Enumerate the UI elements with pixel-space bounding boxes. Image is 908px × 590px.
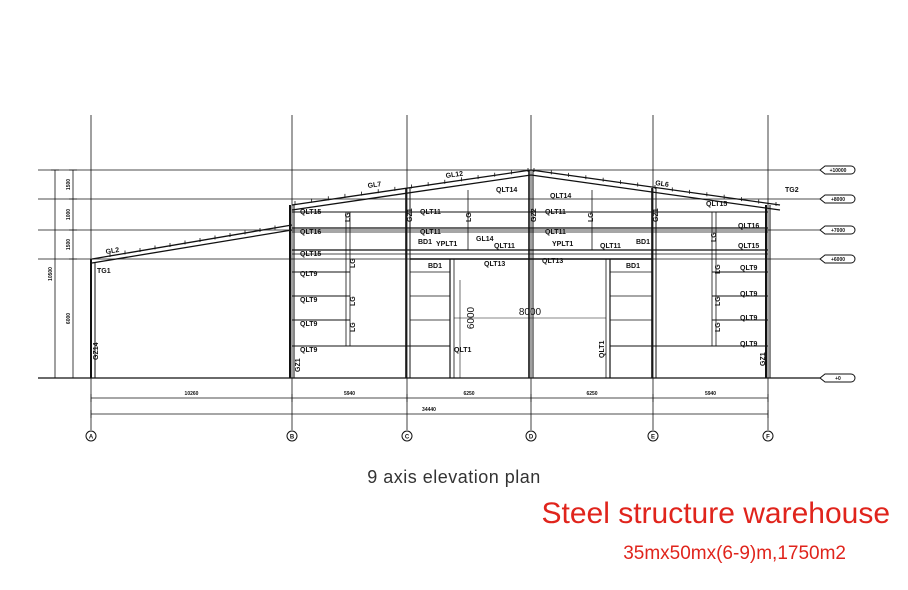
elevation-mark: +7000 [831, 228, 845, 234]
elevation-mark: +6000 [831, 257, 845, 263]
member-label: QLT11 [494, 243, 515, 250]
page-title: Steel structure warehouse [541, 497, 890, 530]
tie-label: TG1 [97, 268, 111, 275]
member-label: QLT13 [484, 261, 505, 268]
axis-bubble [525, 430, 537, 442]
elevation-mark: +8000 [831, 197, 845, 203]
left-dimension-value: 1500 [66, 239, 72, 250]
brace-label: BD1 [418, 239, 432, 246]
rafter-label: GL12 [445, 171, 463, 180]
stud-label: LG [711, 232, 718, 242]
elevation-mark: +10000 [830, 168, 847, 174]
stud-label: LG [345, 212, 352, 222]
axis-label: C [405, 435, 410, 441]
member-label: QLT11 [420, 229, 441, 236]
member-label: QLT9 [740, 291, 757, 298]
stud-label: LG [715, 322, 722, 332]
member-label: QLT15 [300, 251, 321, 258]
member-label: QLT15 [300, 209, 321, 216]
tie-label: TG2 [785, 187, 799, 194]
stud-label: LG [350, 258, 357, 268]
member-label: QLT9 [740, 341, 757, 348]
elevation-mark: +0 [835, 376, 841, 382]
left-dimension-value: 6000 [66, 313, 72, 324]
member-label: QLT16 [300, 229, 321, 236]
stud-label: LG [715, 296, 722, 306]
axis-label: E [651, 435, 655, 441]
stud-label: LG [350, 296, 357, 306]
member-label: QLT1 [454, 347, 471, 354]
overall-width: 34440 [422, 407, 436, 413]
elevation-tag [819, 225, 856, 235]
column-label: GZ2 [531, 208, 538, 222]
axis-bubble [85, 430, 97, 442]
column-label: GZ1 [760, 352, 767, 366]
rafter-label: GL6 [655, 180, 670, 189]
stud-label: LG [715, 264, 722, 274]
member-label: QLT11 [420, 209, 441, 216]
member-label: QLT16 [738, 223, 759, 230]
member-label: QLT11 [545, 229, 566, 236]
axis-bubble [762, 430, 774, 442]
member-label: QLT9 [300, 347, 317, 354]
brace-label: BD1 [428, 263, 442, 270]
brace-label: BD1 [636, 239, 650, 246]
left-dimension-value: 1500 [66, 179, 72, 190]
member-label: QLT13 [542, 258, 563, 265]
opening-height: 6000 [466, 306, 477, 329]
member-label: QLT14 [496, 187, 517, 194]
column-label: GZ1 [653, 208, 660, 222]
member-label: GL14 [476, 236, 494, 243]
member-label: QLT9 [740, 315, 757, 322]
axis-label: A [89, 435, 94, 441]
bay-dimension: 5940 [344, 391, 355, 397]
member-label: QLT11 [545, 209, 566, 216]
member-label: QLT11 [600, 243, 621, 250]
rafter-label: GL2 [105, 247, 120, 256]
left-dimension-value: 1000 [66, 209, 72, 220]
bay-dimension: 5940 [705, 391, 716, 397]
member-label: QLT9 [300, 297, 317, 304]
member-label: YPLT1 [436, 241, 457, 248]
member-label: QLT9 [740, 265, 757, 272]
column-label: GZ1 [295, 358, 302, 372]
warehouse-spec: 35mx50mx(6-9)m,1750m2 [623, 543, 846, 564]
axis-bubble [647, 430, 659, 442]
elevation-tag [819, 165, 856, 175]
elevation-tag [819, 194, 856, 204]
stud-label: LG [588, 212, 595, 222]
main-rafter [530, 169, 781, 206]
member-label: QLT9 [300, 271, 317, 278]
overall-height: 10500 [48, 267, 54, 281]
column-label: GZ1 [407, 208, 414, 222]
member-label: YPLT1 [552, 241, 573, 248]
axis-bubble [286, 430, 298, 442]
bay-dimension: 6250 [586, 391, 597, 397]
member-label: QLT9 [300, 321, 317, 328]
axis-label: D [529, 435, 534, 441]
bay-dimension: 10260 [185, 391, 199, 397]
brace-label: BD1 [626, 263, 640, 270]
rafter-label: GL7 [367, 181, 382, 190]
axis-label: B [290, 435, 295, 441]
lean-to-rafter [91, 229, 293, 264]
bay-dimension: 6250 [463, 391, 474, 397]
elevation-tag [819, 254, 856, 264]
stud-label: LG [350, 322, 357, 332]
axis-bubble [401, 430, 413, 442]
stud-label: LG [466, 212, 473, 222]
axis-label: F [766, 435, 770, 441]
member-label: QLT15 [738, 243, 759, 250]
elevation-tag [819, 373, 856, 383]
member-label: QLT14 [550, 193, 571, 200]
drawing-caption: 9 axis elevation plan [367, 467, 541, 487]
main-rafter [291, 174, 532, 211]
member-label: QLT1 [599, 341, 606, 358]
member-label: QLT15 [706, 201, 727, 208]
opening-width: 8000 [519, 307, 542, 318]
column-label: GZ14 [93, 342, 100, 360]
